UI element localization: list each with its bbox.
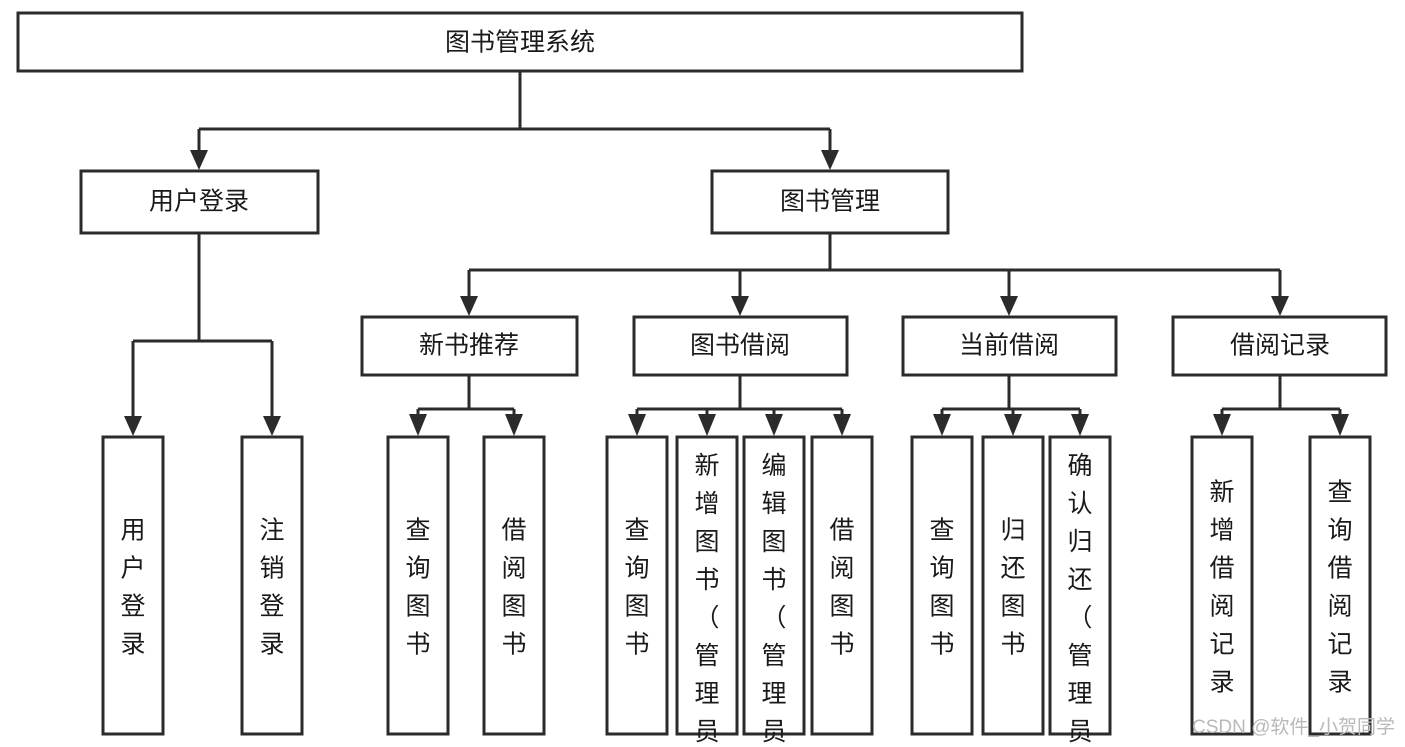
leaf-node-label: 用户登录 [120, 516, 145, 658]
leaf-node-label: 查询图书 [405, 516, 430, 658]
arrowhead-leaf-query-book-1 [409, 414, 427, 436]
leaf-node-label: 归还图书 [1000, 516, 1025, 658]
leaf-node-box [675, 435, 739, 736]
leaf-node-label: 新增图书（管理员） [694, 452, 719, 747]
leaf-node-box [605, 435, 669, 736]
leaf-node-box [482, 435, 546, 736]
leaf-node-label: 新增借阅记录 [1209, 478, 1234, 696]
node-current-borrow[interactable]: 当前借阅 [901, 315, 1118, 377]
arrowhead-current-borrow [1000, 296, 1018, 316]
leaf-node-label: 查询借阅记录 [1327, 478, 1352, 696]
node-book-management-label: 图书管理 [780, 188, 880, 216]
leaf-node-box [386, 435, 450, 736]
node-user-login[interactable]: 用户登录 [79, 169, 320, 235]
leaf-node-box [1190, 435, 1254, 736]
arrowhead-borrow-record [1271, 296, 1289, 316]
leaf-node-box [742, 435, 806, 736]
arrowhead-leaf-edit-book [765, 414, 783, 436]
connector-layer [124, 71, 1349, 436]
arrowhead-book-management [821, 150, 839, 170]
leaf-node[interactable]: 查询图书 [386, 435, 450, 736]
leaf-node[interactable]: 注销登录 [240, 435, 304, 736]
arrowhead-leaf-logout [263, 416, 281, 436]
node-book-management[interactable]: 图书管理 [710, 169, 950, 235]
leaf-node[interactable]: 归还图书 [981, 435, 1045, 736]
node-borrow-record-label: 借阅记录 [1230, 332, 1330, 360]
arrowhead-new-book-recommend [460, 296, 478, 316]
leaf-node[interactable]: 确认归还（管理员） [1048, 435, 1112, 747]
arrowhead-leaf-user-login [124, 416, 142, 436]
arrowhead-book-borrow [731, 296, 749, 316]
node-new-book-recommend[interactable]: 新书推荐 [360, 315, 579, 377]
leaf-node-box [810, 435, 874, 736]
leaf-node-label: 确认归还（管理员） [1067, 452, 1092, 747]
node-new-book-recommend-box [360, 315, 579, 377]
arrowhead-leaf-add-record [1213, 414, 1231, 436]
arrowhead-leaf-add-book [698, 414, 716, 436]
leaf-node-box [910, 435, 974, 736]
arrowhead-leaf-borrow-book-2 [833, 414, 851, 436]
node-book-management-box [710, 169, 950, 235]
leaf-node[interactable]: 查询图书 [605, 435, 669, 736]
leaf-node-label: 查询图书 [929, 516, 954, 658]
leaf-node[interactable]: 用户登录 [101, 435, 165, 736]
node-current-borrow-label: 当前借阅 [959, 332, 1059, 360]
leaf-node-label: 查询图书 [624, 516, 649, 658]
node-current-borrow-box [901, 315, 1118, 377]
leaf-node-box [981, 435, 1045, 736]
arrowhead-leaf-query-book-3 [933, 414, 951, 436]
leaf-node-label: 注销登录 [259, 516, 284, 658]
arrowhead-user-login [190, 150, 208, 170]
node-borrow-record[interactable]: 借阅记录 [1171, 315, 1388, 377]
leaf-node-label: 借阅图书 [829, 516, 854, 658]
leaf-node-label: 借阅图书 [501, 516, 526, 658]
arrowhead-leaf-return-book [1004, 414, 1022, 436]
node-root-box [16, 11, 1024, 73]
leaf-node[interactable]: 新增借阅记录 [1190, 435, 1254, 736]
csdn-watermark: CSDN @软件_小贺同学 [1192, 716, 1395, 738]
arrowhead-leaf-borrow-book-1 [505, 414, 523, 436]
node-root-label: 图书管理系统 [445, 29, 595, 57]
leaf-node-box [1048, 435, 1112, 736]
leaf-node-layer: 用户登录 注销登录 查询图书 借阅图书 查询图书 新增图书（管理员） 编辑图书（管理员） 借阅… [101, 435, 1372, 747]
leaf-node-box [1308, 435, 1372, 736]
leaf-node[interactable]: 查询图书 [910, 435, 974, 736]
node-book-borrow[interactable]: 图书借阅 [632, 315, 849, 377]
leaf-node[interactable]: 新增图书（管理员） [675, 435, 739, 747]
leaf-node[interactable]: 编辑图书（管理员） [742, 435, 806, 747]
node-borrow-record-box [1171, 315, 1388, 377]
node-new-book-recommend-label: 新书推荐 [419, 332, 519, 360]
node-book-borrow-label: 图书借阅 [690, 332, 790, 360]
leaf-node[interactable]: 借阅图书 [482, 435, 546, 736]
node-book-borrow-box [632, 315, 849, 377]
arrowhead-leaf-query-book-2 [628, 414, 646, 436]
leaf-node[interactable]: 借阅图书 [810, 435, 874, 736]
node-user-login-box [79, 169, 320, 235]
leaf-node[interactable]: 查询借阅记录 [1308, 435, 1372, 736]
arrowhead-leaf-query-record [1331, 414, 1349, 436]
node-user-login-label: 用户登录 [149, 188, 249, 216]
arrowhead-leaf-confirm-return [1071, 414, 1089, 436]
leaf-node-box [240, 435, 304, 736]
node-root[interactable]: 图书管理系统 [16, 11, 1024, 73]
leaf-node-label: 编辑图书（管理员） [761, 452, 786, 747]
leaf-node-box [101, 435, 165, 736]
